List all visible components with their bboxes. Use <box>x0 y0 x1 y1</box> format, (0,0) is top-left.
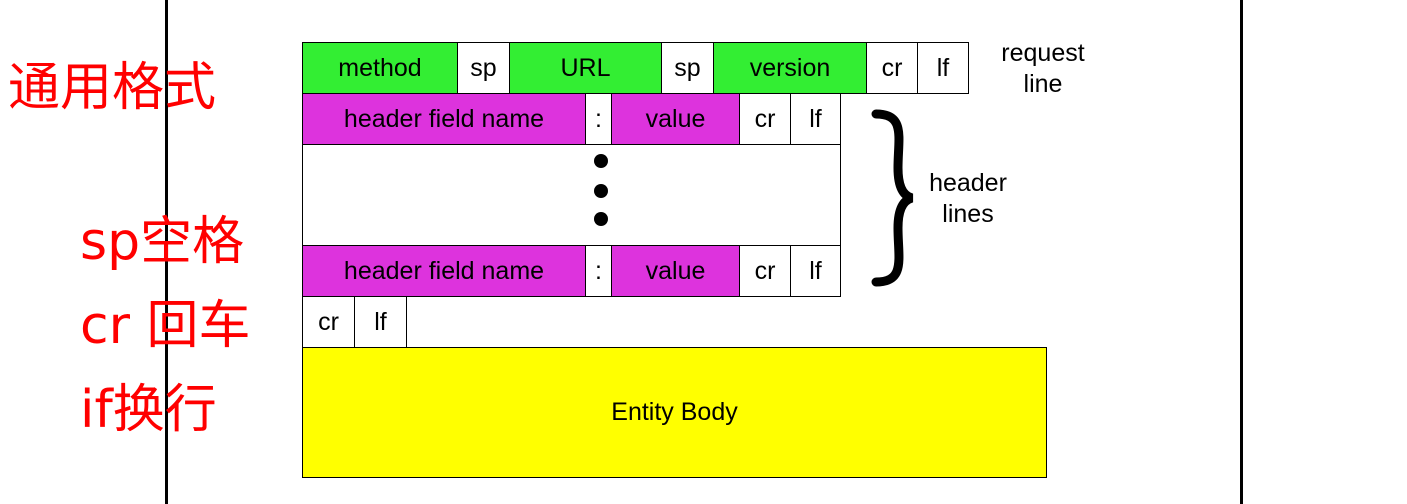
value-field: value <box>611 245 740 297</box>
right-frame-line <box>1240 0 1243 504</box>
cr-field: cr <box>739 245 791 297</box>
header-lines-ellipsis-box <box>302 144 841 246</box>
annotation-lf: if换行 <box>80 380 217 440</box>
lf-field: lf <box>790 93 841 145</box>
colon-field: : <box>585 93 612 145</box>
request-line-label-2: line <box>1023 70 1063 99</box>
value-field: value <box>611 93 740 145</box>
header-lines-label-2: lines <box>942 200 994 229</box>
request-line-label-1: request <box>1001 39 1085 67</box>
left-frame-line <box>165 0 168 504</box>
header-lines-label: header lines <box>918 168 1018 231</box>
entity-body: Entity Body <box>302 347 1047 478</box>
annotation-general-format: 通用格式 <box>8 58 217 118</box>
cr-field: cr <box>739 93 791 145</box>
lf-field: lf <box>790 245 841 297</box>
annotation-sp: sp空格 <box>80 212 245 272</box>
ellipsis-dot-3 <box>594 212 608 226</box>
header-field-name: header field name <box>302 245 586 297</box>
colon-field: : <box>585 245 612 297</box>
sp-field-2: sp <box>661 42 714 94</box>
version-field: version <box>713 42 867 94</box>
blank-line-cr: cr <box>302 296 355 348</box>
annotation-cr: cr 回车 <box>80 296 251 356</box>
lf-field: lf <box>917 42 969 94</box>
url-field: URL <box>509 42 662 94</box>
ellipsis-dot-1 <box>594 154 608 168</box>
blank-line-lf: lf <box>354 296 407 348</box>
cr-field: cr <box>866 42 918 94</box>
header-field-name: header field name <box>302 93 586 145</box>
header-lines-label-1: header <box>929 169 1007 197</box>
sp-field-1: sp <box>457 42 510 94</box>
header-lines-brace <box>871 109 914 287</box>
method-field: method <box>302 42 458 94</box>
ellipsis-dot-2 <box>594 184 608 198</box>
request-line-label: request line <box>988 38 1098 101</box>
